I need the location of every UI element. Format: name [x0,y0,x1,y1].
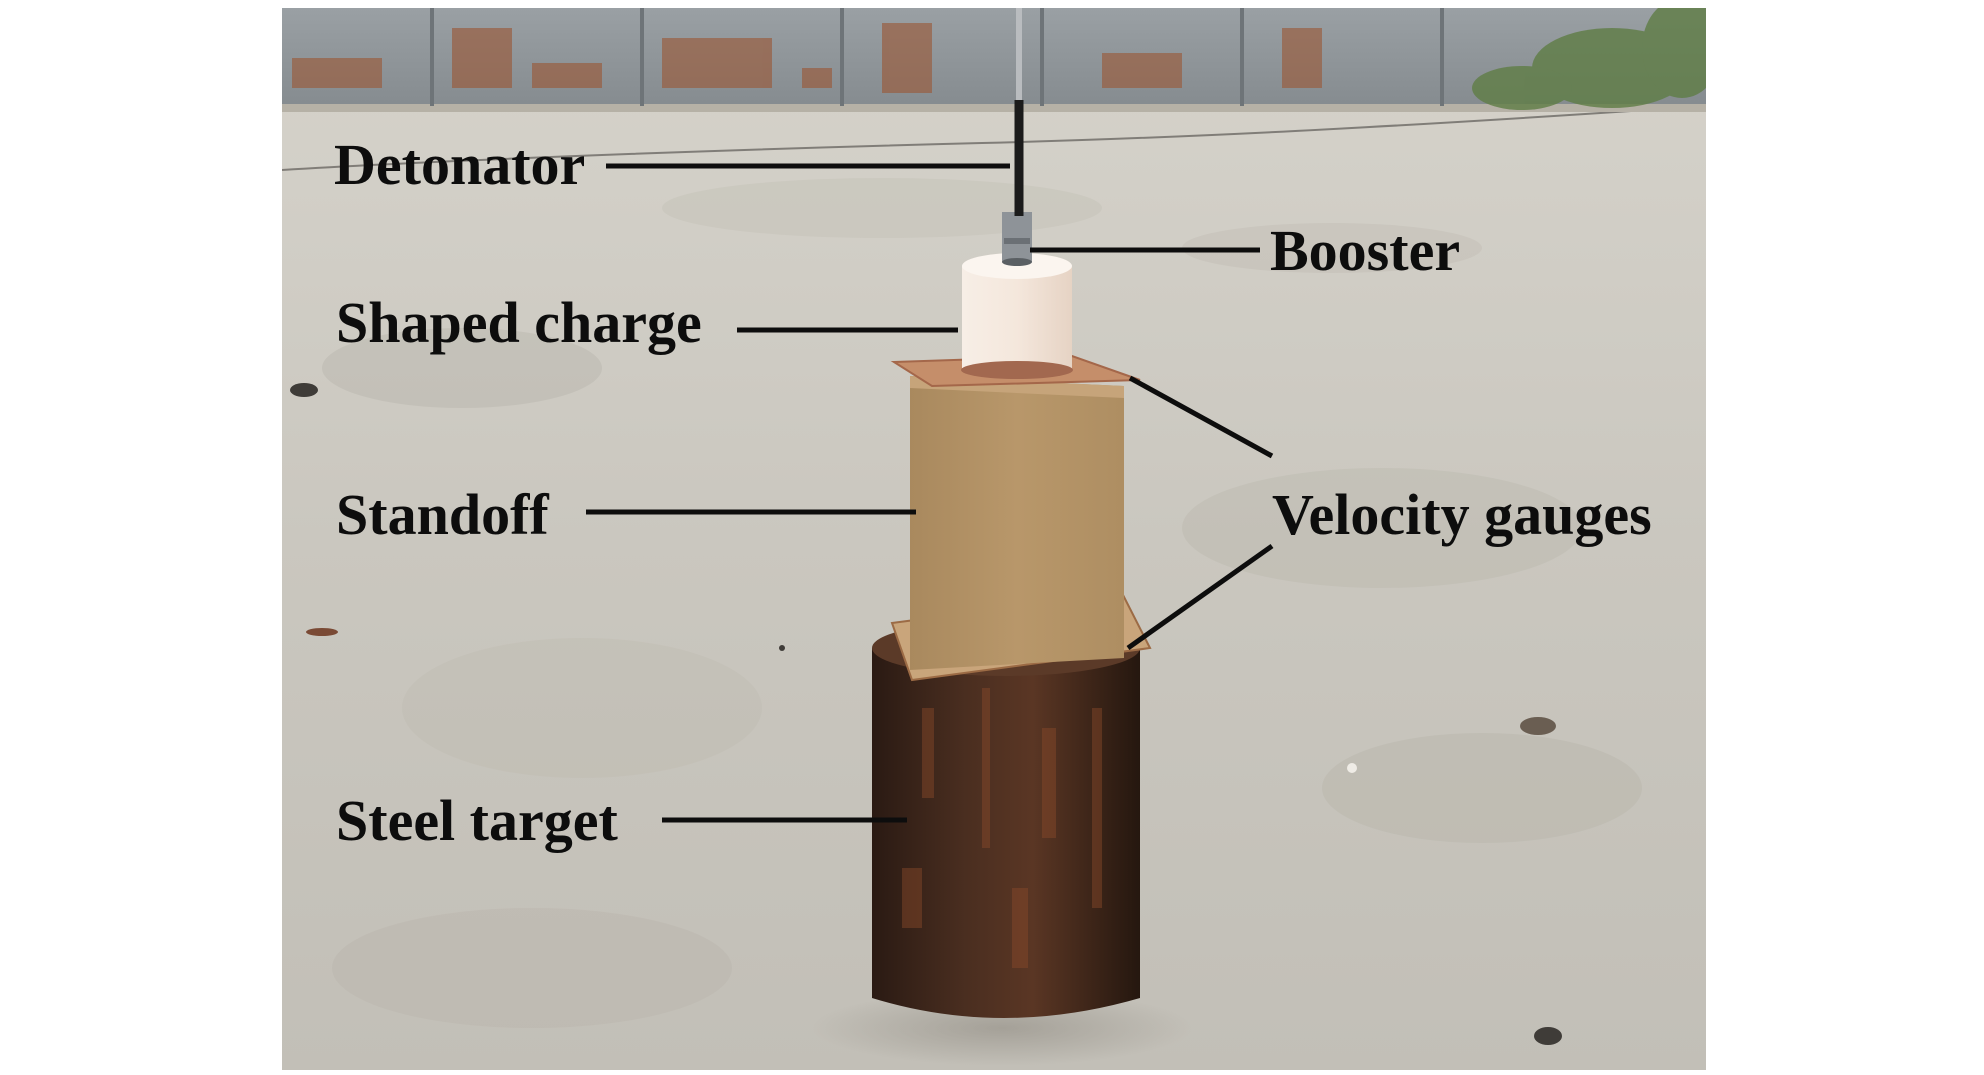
velocity-gauges-label: Velocity gauges [1272,482,1652,547]
shaped-charge-cylinder [961,253,1073,379]
steel-target-label: Steel target [336,788,618,853]
leader-lines [586,163,1274,823]
ground-stains [322,178,1642,1028]
detonator-label: Detonator [334,132,585,197]
velocity-gauge-bottom-leader-line [1126,543,1274,651]
velocity-gauge-top-leader-line [1128,375,1274,459]
shaped-charge-label: Shaped charge [336,290,702,355]
experiment-photo: Detonator Booster Shaped charge Standoff… [282,8,1706,1070]
ground-cable [282,105,1706,171]
target-shadow [812,990,1192,1066]
standoff-label: Standoff [336,482,549,547]
ground-debris [290,383,1562,1045]
standoff-box [910,376,1124,670]
booster-label: Booster [1270,218,1460,283]
booster-cylinder [1002,212,1032,266]
background-fence [282,8,1706,112]
